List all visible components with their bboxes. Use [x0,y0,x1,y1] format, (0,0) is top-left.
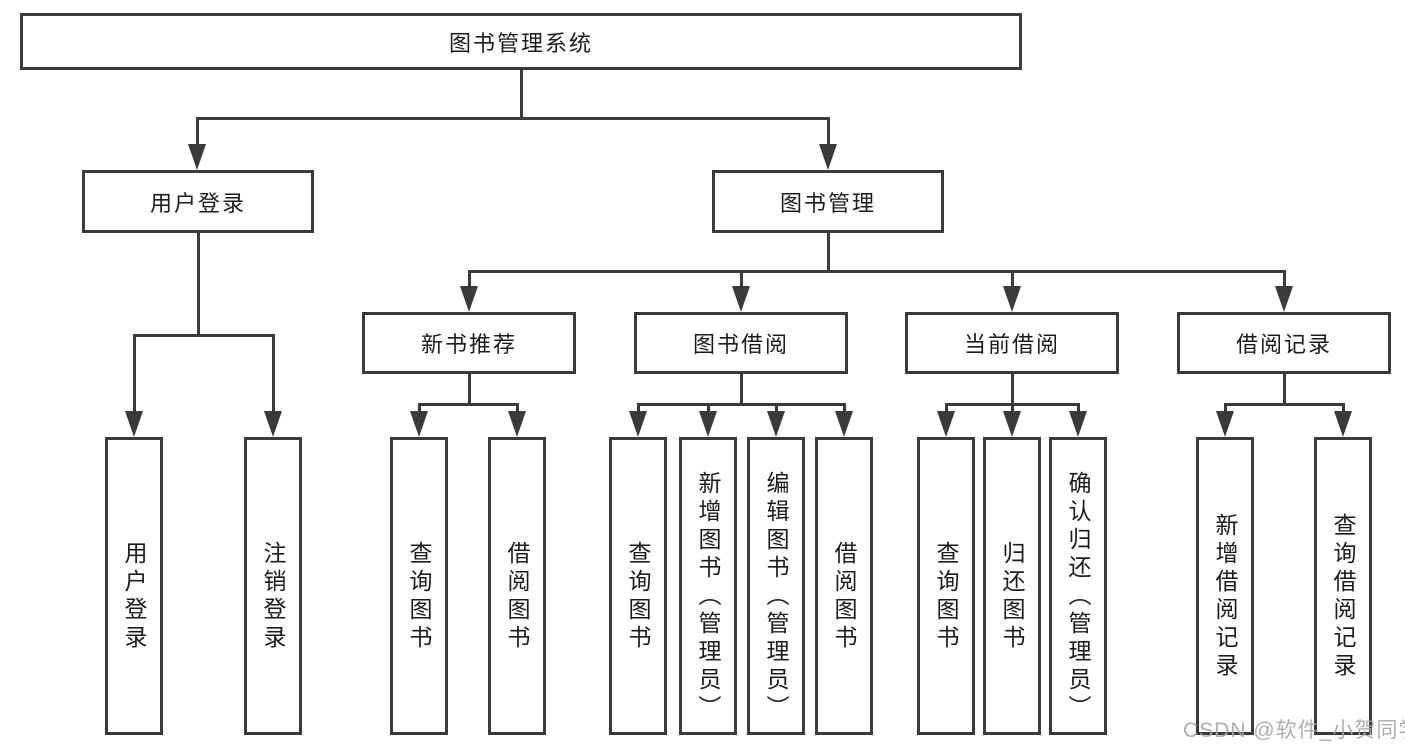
arrowhead-down-icon [1069,411,1087,437]
leaf-current-return: 归还图书 [983,437,1041,735]
connector-line [272,334,275,416]
arrowhead-down-icon [699,411,717,437]
leaf-borrow-book-label: 借阅图书 [831,541,857,653]
connector-line [418,403,421,415]
leaf-current-query-label: 查询图书 [933,541,959,653]
connector-line [418,403,519,406]
node-user-login: 用户登录 [82,170,314,233]
connector-line [827,117,830,149]
leaf-records-add: 新增借阅记录 [1196,437,1254,735]
node-current-borrow: 当前借阅 [905,312,1119,374]
node-borrow-records: 借阅记录 [1177,312,1391,374]
connector-line [196,117,199,149]
connector-line [827,233,830,273]
connector-line [516,403,519,415]
connector-line [468,374,471,406]
arrowhead-down-icon [125,411,143,437]
arrowhead-down-icon [1003,411,1021,437]
connector-line [1077,403,1080,415]
leaf-newbooks-query: 查询图书 [390,437,448,735]
connector-line [1011,403,1014,415]
node-book-management-label: 图书管理 [779,190,876,216]
connector-line [1283,374,1286,406]
connector-line [197,233,200,337]
arrowhead-down-icon [1003,286,1021,312]
leaf-borrow-edit-admin: 编辑图书（管理员） [747,437,805,735]
arrowhead-down-icon [629,411,647,437]
arrowhead-down-icon [1216,411,1234,437]
arrowhead-down-icon [937,411,955,437]
connector-line [133,334,275,337]
node-book-borrow: 图书借阅 [634,312,848,374]
connector-line [637,403,640,415]
arrowhead-down-icon [1275,286,1293,312]
leaf-records-query-label: 查询借阅记录 [1330,513,1356,681]
leaf-logout-label: 注销登录 [260,541,286,653]
leaf-borrow-query: 查询图书 [609,437,667,735]
connector-line [1224,403,1345,406]
node-new-book-recommend-label: 新书推荐 [420,332,517,357]
leaf-current-confirm-admin-label: 确认归还（管理员） [1065,471,1091,723]
connector-line [740,270,743,290]
connector-line [1342,403,1345,415]
connector-line [196,117,830,120]
leaf-records-query: 查询借阅记录 [1314,437,1372,735]
arrowhead-down-icon [188,144,206,170]
connector-line [468,270,1286,273]
leaf-newbooks-borrow: 借阅图书 [488,437,546,735]
leaf-current-confirm-admin: 确认归还（管理员） [1049,437,1107,735]
arrowhead-down-icon [767,411,785,437]
leaf-current-query: 查询图书 [917,437,975,735]
connector-line [707,403,710,415]
connector-line [1283,270,1286,290]
arrowhead-down-icon [835,411,853,437]
arrowhead-down-icon [1334,411,1352,437]
leaf-current-return-label: 归还图书 [999,541,1025,653]
connector-line [775,403,778,415]
node-borrow-records-label: 借阅记录 [1235,332,1332,357]
connector-line [468,270,471,290]
arrowhead-down-icon [508,411,526,437]
node-root: 图书管理系统 [20,13,1022,70]
node-book-management: 图书管理 [712,170,944,233]
node-root-label: 图书管理系统 [448,30,593,56]
node-book-borrow-label: 图书借阅 [692,332,789,357]
leaf-logout: 注销登录 [244,437,302,735]
leaf-borrow-edit-admin-label: 编辑图书（管理员） [763,471,789,723]
watermark: CSDN @软件_小贺同学 [1183,719,1405,742]
connector-line [740,374,743,406]
connector-line [1011,270,1014,290]
leaf-user-login-label: 用户登录 [121,541,147,653]
leaf-newbooks-query-label: 查询图书 [406,541,432,653]
connector-line [520,70,523,120]
arrowhead-down-icon [460,286,478,312]
connector-line [843,403,846,415]
arrowhead-down-icon [264,411,282,437]
arrowhead-down-icon [819,144,837,170]
node-current-borrow-label: 当前借阅 [963,332,1060,357]
leaf-borrow-add-admin-label: 新增图书（管理员） [695,471,721,723]
leaf-newbooks-borrow-label: 借阅图书 [504,541,530,653]
leaf-borrow-add-admin: 新增图书（管理员） [679,437,737,735]
connector-line [1011,374,1014,406]
connector-line [637,403,846,406]
arrowhead-down-icon [732,286,750,312]
leaf-borrow-book: 借阅图书 [815,437,873,735]
node-user-login-label: 用户登录 [149,190,246,216]
connector-line [945,403,948,415]
arrowhead-down-icon [410,411,428,437]
connector-line [133,334,136,416]
leaf-user-login: 用户登录 [105,437,163,735]
leaf-borrow-query-label: 查询图书 [625,541,651,653]
node-new-book-recommend: 新书推荐 [362,312,576,374]
leaf-records-add-label: 新增借阅记录 [1212,513,1238,681]
connector-line [1224,403,1227,415]
